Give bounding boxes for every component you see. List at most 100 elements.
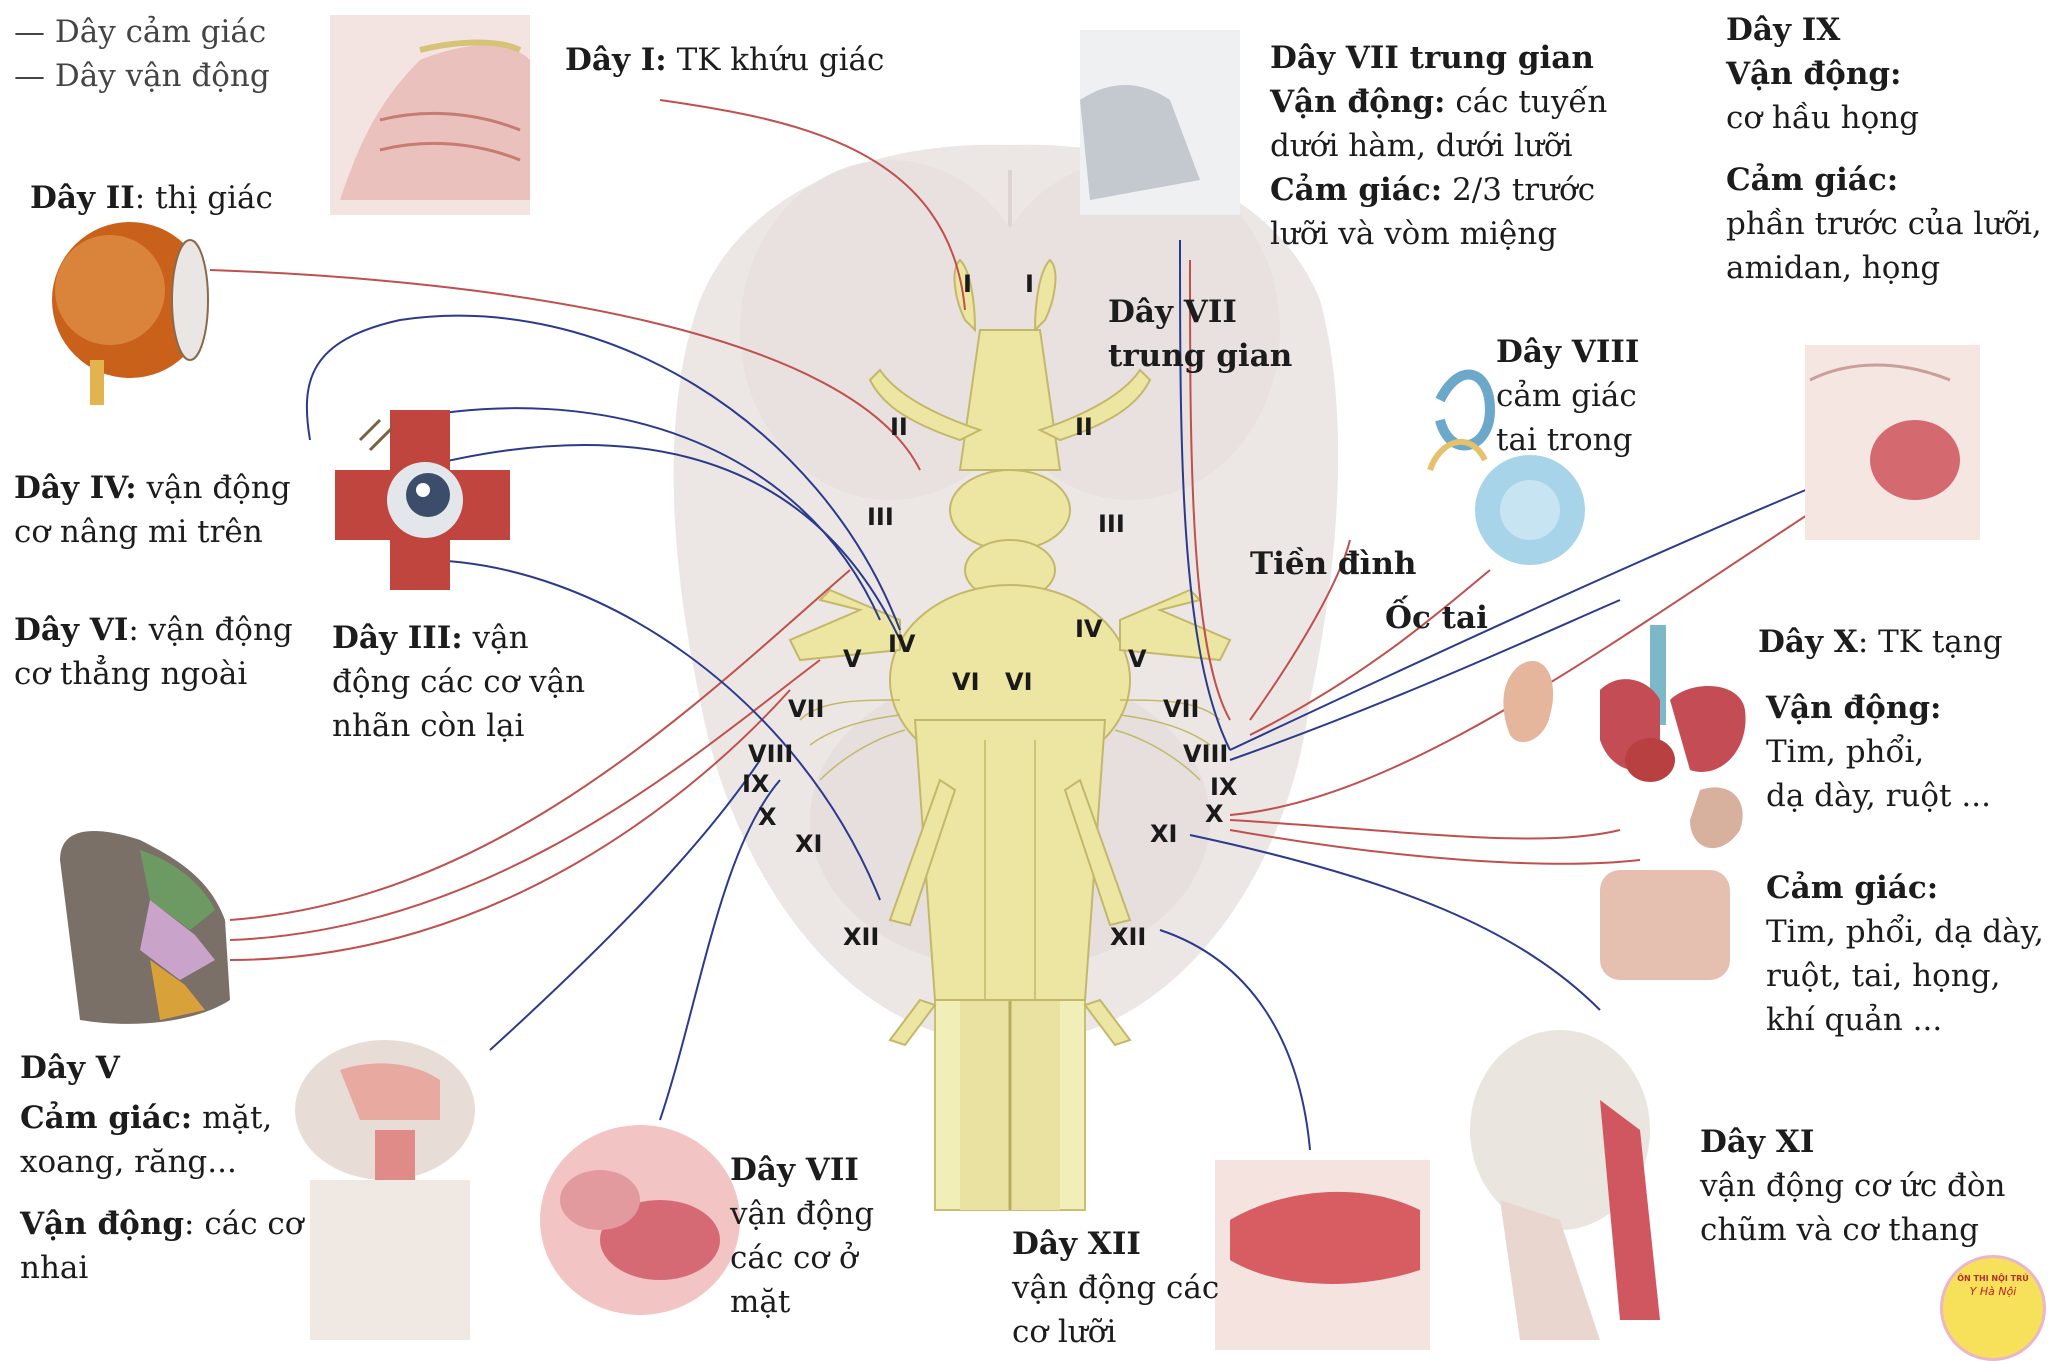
nerve-10-sens-l2: ruột, tai, họng, — [1766, 958, 2001, 994]
nerve-7-intermediate-motor-label: Vận động: — [1270, 84, 1446, 120]
nerve-11-line2: chũm và cơ thang — [1700, 1212, 1979, 1248]
nerve-7-intermediate-sens-desc: 2/3 trước — [1442, 172, 1596, 208]
nerve-5-sens-desc: mặt, — [192, 1100, 273, 1136]
nerve-10-desc: : TK tạng — [1857, 624, 2003, 660]
nerve-10-sens-label: Cảm giác: — [1766, 870, 1939, 906]
roman-label: XI — [795, 830, 822, 858]
nerve-12-line2: cơ lưỡi — [1012, 1314, 1117, 1350]
nerve-9-sens-l1: phần trước của lưỡi, — [1726, 206, 2042, 242]
roman-label: I — [1025, 270, 1034, 298]
nerve-6-name: Dây VI — [14, 612, 129, 648]
nerve-9-sens-label: Cảm giác: — [1726, 162, 1899, 198]
nerve-11-name: Dây XI — [1700, 1124, 1815, 1160]
head-profile-top-illustration — [1080, 30, 1240, 215]
nerve-6-label: Dây VI: vận động cơ thẳng ngoài — [14, 608, 293, 696]
eye-muscles-illustration — [335, 410, 510, 590]
nerve-3-line2: động các cơ vận — [332, 664, 586, 700]
roman-label: VII — [788, 695, 824, 723]
nerve-2-label: Dây II: thị giác — [30, 176, 273, 220]
neck-muscles-illustration — [1470, 1030, 1660, 1340]
nerve-7-facial-line3: mặt — [730, 1284, 791, 1320]
nerve-9-sens-l2: amidan, họng — [1726, 250, 1941, 286]
nerve-9-motor-l1: cơ hầu họng — [1726, 100, 1920, 136]
nerve-4-name: Dây IV: — [14, 470, 137, 506]
motor-nerve-lines — [305, 239, 1881, 1151]
legend-motor: — Dây vận động — [14, 58, 270, 94]
nerve-7-intermediate-label: Dây VII trung gian Vận động: các tuyến d… — [1270, 36, 1607, 256]
nerve-2-name: Dây II — [30, 180, 135, 216]
nerve-7-intermediate-name: Dây VII trung gian — [1270, 40, 1594, 76]
roman-label: IX — [742, 770, 770, 798]
vestibular-label: Tiền đình — [1250, 542, 1416, 586]
ear-illustration — [1503, 661, 1554, 743]
legend-sensory: — Dây cảm giác — [14, 14, 267, 50]
roman-label: IV — [888, 630, 916, 658]
nerve-7-intermediate-short-label: Dây VII trung gian — [1108, 290, 1292, 378]
nerve-7-intermediate-motor-line2: dưới hàm, dưới lưỡi — [1270, 128, 1573, 164]
nerve-10-motor: Vận động: Tim, phổi, dạ dày, ruột ... — [1766, 686, 1991, 818]
roman-label: V — [1128, 645, 1147, 673]
nerve-10-motor-label: Vận động: — [1766, 690, 1942, 726]
roman-label: II — [1075, 413, 1093, 441]
tongue-illustration — [1215, 1160, 1430, 1350]
nerve-4-label: Dây IV: vận động cơ nâng mi trên — [14, 466, 291, 554]
roman-label: XII — [843, 923, 879, 951]
brainstem — [788, 258, 1232, 1047]
face-muscles-illustration — [540, 1125, 740, 1315]
nerve-10-sens-l1: Tim, phổi, dạ dày, — [1766, 914, 2044, 950]
roman-label: VI — [952, 668, 980, 696]
nerve-12-label: Dây XII vận động các cơ lưỡi — [1012, 1222, 1219, 1354]
nerve-7-intermediate-sens-label: Cảm giác: — [1270, 172, 1443, 208]
roman-label: X — [758, 803, 777, 831]
nerve-5-sens-line2: xoang, răng... — [20, 1144, 237, 1180]
roman-label: VIII — [1183, 740, 1228, 768]
nerve-1-name: Dây I: — [565, 42, 667, 78]
nerve-8-line1: cảm giác — [1496, 378, 1637, 414]
nerve-7-facial-label: Dây VII vận động các cơ ở mặt — [730, 1148, 874, 1324]
nerve-5-motor-label: Vận động — [20, 1206, 185, 1242]
nerve-10-sens-l3: khí quản ... — [1766, 1002, 1943, 1038]
nerve-9-label: Dây IX Vận động: cơ hầu họng Cảm giác: p… — [1726, 8, 2042, 290]
roman-label: VII — [1163, 695, 1199, 723]
vestibular-text: Tiền đình — [1250, 546, 1417, 582]
nerve-7-intermediate-sens-line2: lưỡi và vòm miệng — [1270, 216, 1558, 252]
nerve-5-label: Dây V Cảm giác: mặt, xoang, răng... Vận … — [20, 1046, 303, 1290]
cochlear-label: Ốc tai — [1385, 596, 1488, 640]
nerve-7-facial-name: Dây VII — [730, 1152, 859, 1188]
nerve-8-label: Dây VIII cảm giác tai trong — [1496, 330, 1639, 462]
nerve-7-intermediate-short-l2: trung gian — [1108, 338, 1293, 374]
nerve-12-name: Dây XII — [1012, 1226, 1141, 1262]
nose-illustration — [330, 15, 530, 215]
nerve-10-motor-l2: dạ dày, ruột ... — [1766, 778, 1991, 814]
nerve-10-motor-l1: Tim, phổi, — [1766, 734, 1925, 770]
roman-label: III — [867, 503, 894, 531]
eye-illustration — [52, 222, 209, 405]
nerve-10-sensory: Cảm giác: Tim, phổi, dạ dày, ruột, tai, … — [1766, 866, 2044, 1042]
logo-bottom-text: Y Hà Nội — [1969, 1285, 2017, 1298]
roman-label: III — [1098, 510, 1125, 538]
nerve-11-line1: vận động cơ ức đòn — [1700, 1168, 2006, 1204]
nerve-7-intermediate-short-l1: Dây VII — [1108, 294, 1237, 330]
nerve-7-facial-line1: vận động — [730, 1196, 875, 1232]
nerve-3-name: Dây III: — [332, 620, 463, 656]
nerve-10-name: Dây X — [1758, 624, 1858, 660]
nerve-4-line2: cơ nâng mi trên — [14, 514, 263, 550]
nerve-1-label: Dây I: TK khứu giác — [565, 38, 884, 82]
roman-numeral-labels: I I II II III III IV IV V V VI VI VII VI… — [742, 270, 1238, 951]
roman-label: IX — [1210, 773, 1238, 801]
nerve-7-intermediate-motor-desc: các tuyến — [1445, 84, 1608, 120]
skull-jaw-illustration — [295, 1040, 475, 1340]
viscera-illustration — [1600, 625, 1746, 980]
roman-label: VI — [1005, 668, 1033, 696]
nerve-3-label: Dây III: vận động các cơ vận nhãn còn lạ… — [332, 616, 585, 748]
nerve-12-line1: vận động các — [1012, 1270, 1220, 1306]
roman-label: II — [890, 413, 908, 441]
nerve-4-desc: vận động — [136, 470, 291, 506]
nerve-2-desc: : thị giác — [134, 180, 273, 216]
logo-badge: ÔN THI NỘI TRÚ Y Hà Nội — [1940, 1255, 2046, 1361]
legend-sensory-text: Dây cảm giác — [54, 14, 267, 50]
nerve-9-motor-label: Vận động: — [1726, 56, 1902, 92]
inner-ear-illustration — [1427, 369, 1585, 565]
nerve-5-motor-desc: : các cơ — [184, 1206, 304, 1242]
